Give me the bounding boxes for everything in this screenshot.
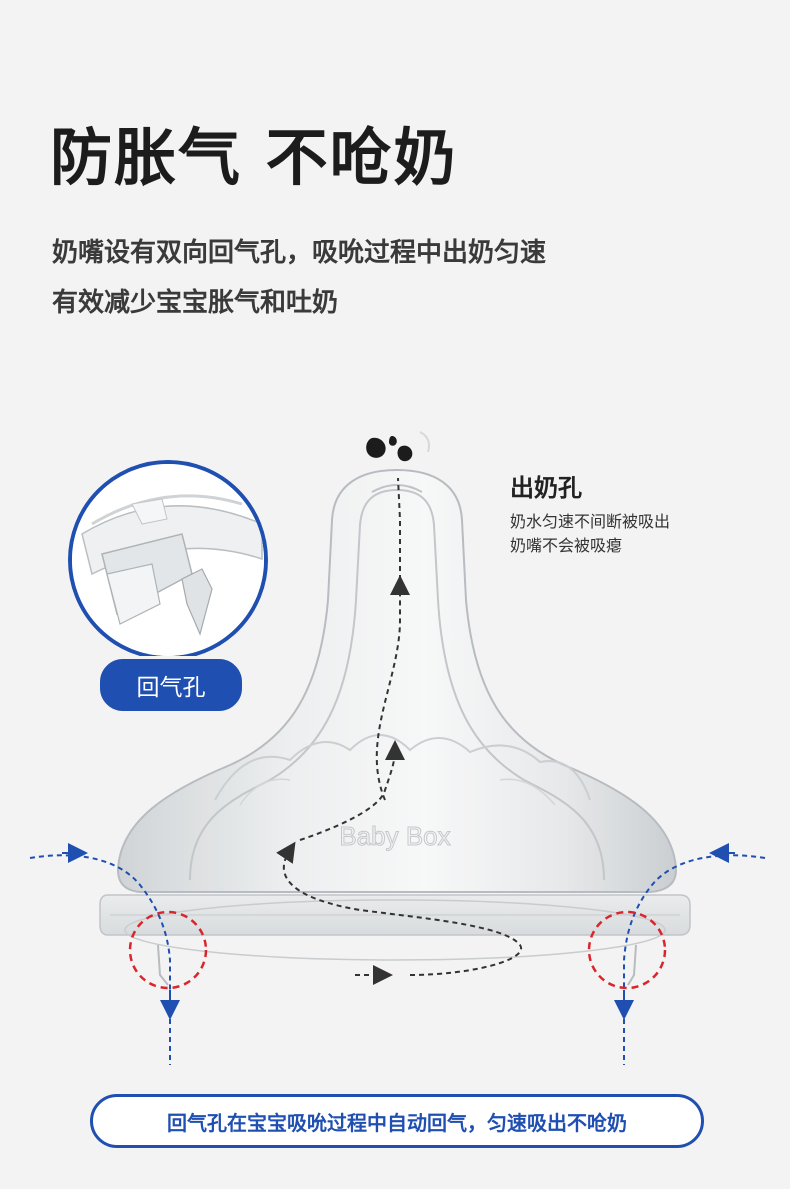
bottom-note-text: 回气孔在宝宝吸吮过程中自动回气，匀速吸出不呛奶 [167,1110,627,1135]
milk-flow-arrow-icon [276,477,523,985]
page-headline: 防胀气 不呛奶 [50,121,458,194]
milk-hole-desc-line-2: 奶嘴不会被吸瘪 [510,536,623,555]
milk-hole-desc-line-1: 奶水匀速不间断被吸出 [510,512,671,531]
milk-hole-description: 奶水匀速不间断被吸出 奶嘴不会被吸瘪 [510,510,670,558]
nipple-embossing: Baby Box [339,821,450,851]
vent-detail-illustration [72,464,264,656]
vent-zoom-circle [68,460,268,660]
nipple-body [116,468,678,893]
left-vent-highlight [128,910,208,990]
description-line-1: 奶嘴设有双向回气孔，吸吮过程中出奶匀速 [52,238,547,268]
feature-description: 奶嘴设有双向回气孔，吸吮过程中出奶匀速 有效减少宝宝胀气和吐奶 [52,228,546,328]
left-air-flow-arrow-icon [29,843,180,1065]
vent-zoom-label: 回气孔 [97,656,245,714]
description-line-2: 有效减少宝宝胀气和吐奶 [52,288,339,318]
right-air-flow-arrow-icon [614,843,766,1065]
milk-hole-title: 出奶孔 [510,474,582,502]
nipple-base-ring [99,894,691,961]
bottom-note-box: 回气孔在宝宝吸吮过程中自动回气，匀速吸出不呛奶 [90,1094,704,1148]
milk-drop-icon [366,431,430,462]
right-vent-highlight [587,910,667,990]
